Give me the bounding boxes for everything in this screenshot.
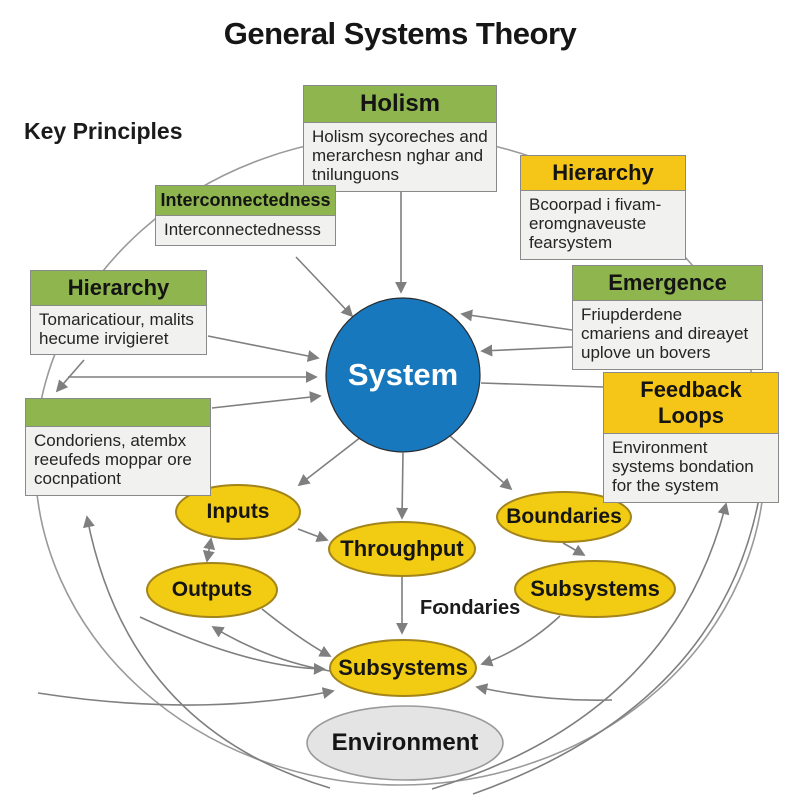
arrow-subsystemsright-subsystems [480,615,561,667]
arrow-left-subsystems [139,616,326,675]
arrow-right-subsystems [475,683,613,702]
box-feedback-loops-body: Environment systems bondation for the sy… [612,438,754,496]
arrow-hierarchyleft-unlabeled [55,359,85,393]
arrow-outputs-subsystems [261,608,332,657]
arrow-emergence-system [480,344,573,357]
right-feedback-arc [431,502,730,790]
boundaries-label: Boundaries [506,505,622,528]
inputs-label: Inputs [206,500,270,523]
page-title: General Systems Theory [223,16,577,51]
line-system-feedbackloops [480,382,604,388]
box-unlabeled: Condoriens, atembx reeufeds moppar ore c… [25,398,211,496]
feedback-arcs [83,473,764,795]
box-holism-body: Holism sycoreches and merarchesn nghar a… [312,127,488,185]
environment-label: Environment [331,729,479,756]
arrow-inputs-outputs [202,537,216,563]
subsystems-center-ellipse [329,639,477,697]
box-unlabeled-body: Condoriens, atembx reeufeds moppar ore c… [34,431,192,489]
subsystems-right-label: Subsystems [530,576,660,601]
connector-arrows [37,180,613,706]
system-circle [325,297,481,453]
box-unlabeled-header [26,399,210,427]
key-principles-label: Key Principles [24,118,183,144]
foundaries-label: Fɷndaries [420,597,521,619]
box-emergence-header: Emergence [573,266,762,301]
system-label: System [347,357,459,392]
arrow-unlabeled-system [211,391,322,409]
box-holism-header: Holism [304,86,496,123]
arrow-inputs-throughput [297,528,329,542]
inputs-ellipse [175,484,301,540]
box-interconnectedness-header: Interconnectedness [156,186,335,216]
throughput-label: Throughput [340,536,464,561]
outputs-label: Outputs [171,578,253,601]
arrow-system-throughput [396,452,409,520]
box-hierarchy-left: Hierarchy Tomaricatiour, malits hecume i… [30,270,207,356]
arrow-boundaries-subsystems [562,542,586,556]
arrow-interconnectedness-system [295,256,354,318]
box-hierarchy-left-body: Tomaricatiour, malits hecume irvigieret [39,310,194,349]
arrow-system-boundaries [449,435,513,491]
box-hierarchy-right: Hierarchy Bcoorpad i fivam- eromgnaveust… [520,155,686,260]
box-hierarchy-right-header: Hierarchy [521,156,685,191]
box-holism: Holism Holism sycoreches and merarchesn … [303,85,497,192]
outputs-ellipse [146,562,278,618]
node-shapes [146,297,676,781]
box-interconnectedness-body: Interconnectednesss [164,220,321,239]
box-emergence-body: Friupderdene cmariens and direayet uplov… [581,305,749,363]
boundaries-ellipse [496,491,632,543]
arrow-subsystems-outputs [211,626,331,672]
subsystems-center-label: Subsystems [338,655,468,680]
box-feedback-loops-header: Feedback Loops [604,373,778,434]
box-feedback-loops: Feedback Loops Environment systems bonda… [603,372,779,503]
environment-ellipse [306,705,504,781]
box-emergence: Emergence Friupderdene cmariens and dire… [572,265,763,370]
box-hierarchy-left-header: Hierarchy [31,271,206,306]
arrow-hierarchyright-system [460,309,573,331]
throughput-ellipse [328,521,476,577]
arrow-hierarchyleft-system [207,335,320,362]
arrow-farleft-subsystems [37,687,335,706]
box-interconnectedness: Interconnectedness Interconnectednesss [155,185,336,247]
subsystems-right-ellipse [514,560,676,618]
arrow-system-inputs [297,436,362,487]
right-outer-arc [472,473,764,795]
box-hierarchy-right-body: Bcoorpad i fivam- eromgnaveuste fearsyst… [529,195,662,253]
left-feedback-arc [83,515,331,789]
